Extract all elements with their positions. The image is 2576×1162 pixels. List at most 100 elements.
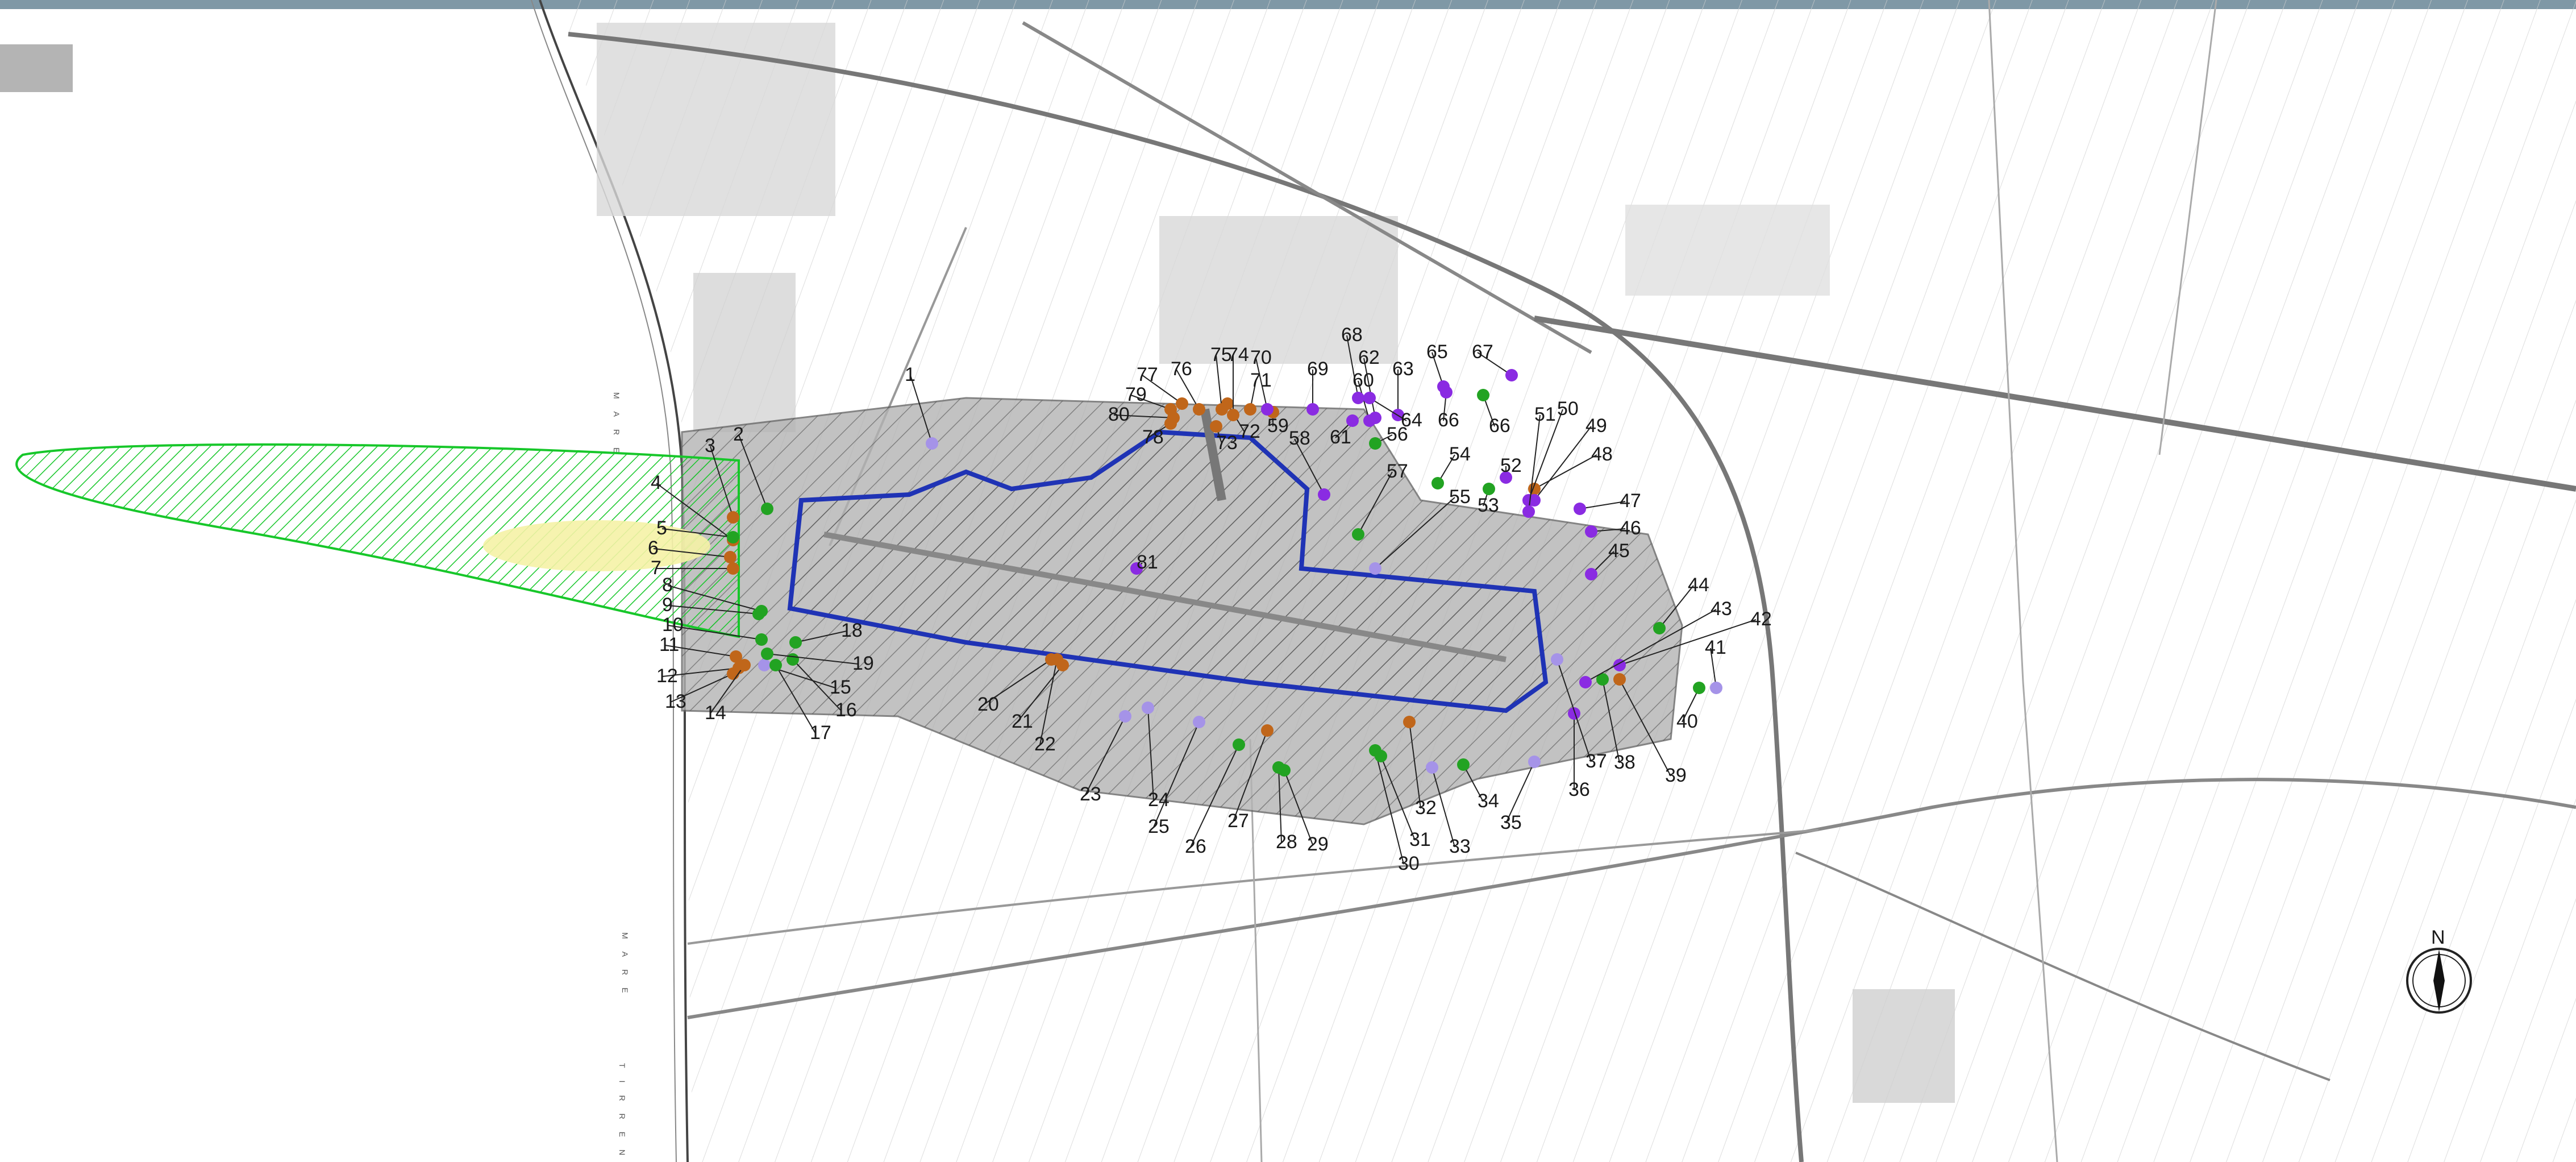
- receptor-32[interactable]: 32: [1403, 716, 1437, 819]
- receptor-77[interactable]: 77: [1137, 364, 1188, 410]
- receptor-22[interactable]: 22: [1034, 653, 1063, 755]
- receptor-marker[interactable]: [1130, 562, 1143, 575]
- receptor-marker[interactable]: [1693, 682, 1705, 694]
- receptor-51[interactable]: 51: [1522, 404, 1556, 518]
- receptor-3[interactable]: 3: [705, 435, 739, 524]
- receptor-56[interactable]: 56: [1369, 424, 1408, 450]
- receptor-16[interactable]: 16: [786, 653, 857, 721]
- receptor-29[interactable]: 29: [1278, 764, 1329, 855]
- receptor-48[interactable]: 48: [1528, 443, 1613, 495]
- receptor-13[interactable]: 13: [665, 667, 739, 712]
- receptor-marker[interactable]: [1440, 386, 1453, 399]
- receptor-40[interactable]: 40: [1676, 682, 1705, 732]
- receptor-23[interactable]: 23: [1080, 710, 1131, 805]
- receptor-21[interactable]: 21: [1012, 659, 1069, 732]
- receptor-marker[interactable]: [1505, 369, 1518, 381]
- receptor-marker[interactable]: [1710, 682, 1722, 694]
- receptor-marker[interactable]: [1193, 716, 1205, 728]
- receptor-marker[interactable]: [1167, 412, 1180, 424]
- receptor-marker[interactable]: [769, 659, 782, 671]
- receptor-80[interactable]: 80: [1108, 404, 1180, 425]
- receptor-marker[interactable]: [1193, 403, 1205, 416]
- receptor-marker[interactable]: [1352, 528, 1364, 541]
- receptor-52[interactable]: 52: [1500, 455, 1522, 484]
- receptor-45[interactable]: 45: [1585, 540, 1630, 580]
- receptor-marker[interactable]: [1051, 653, 1063, 666]
- receptor-47[interactable]: 47: [1574, 490, 1641, 515]
- receptor-28[interactable]: 28: [1272, 761, 1297, 853]
- receptor-74[interactable]: 74: [1227, 344, 1249, 421]
- receptor-15[interactable]: 15: [758, 659, 851, 698]
- receptor-57[interactable]: 57: [1352, 460, 1408, 541]
- receptor-marker[interactable]: [1375, 750, 1387, 762]
- receptor-marker[interactable]: [1306, 403, 1319, 416]
- receptor-72[interactable]: 72: [1221, 397, 1260, 442]
- receptor-marker[interactable]: [1363, 392, 1376, 404]
- receptor-marker[interactable]: [1477, 389, 1489, 401]
- receptor-2[interactable]: 2: [733, 424, 773, 515]
- receptor-75[interactable]: 75: [1210, 344, 1232, 416]
- receptor-marker[interactable]: [1233, 738, 1245, 751]
- receptor-70[interactable]: 70: [1250, 347, 1274, 416]
- receptor-66[interactable]: 66: [1477, 389, 1510, 437]
- receptor-marker[interactable]: [1500, 471, 1512, 484]
- receptor-38[interactable]: 38: [1596, 673, 1636, 773]
- receptor-marker[interactable]: [727, 531, 739, 543]
- receptor-marker[interactable]: [730, 650, 742, 663]
- receptor-marker[interactable]: [1261, 724, 1274, 737]
- receptor-69[interactable]: 69: [1306, 358, 1329, 416]
- receptor-19[interactable]: 19: [761, 648, 874, 674]
- receptor-marker[interactable]: [1278, 764, 1291, 777]
- receptor-marker[interactable]: [789, 636, 802, 649]
- receptor-50[interactable]: 50: [1522, 398, 1579, 507]
- receptor-43[interactable]: 43: [1579, 598, 1732, 688]
- receptor-76[interactable]: 76: [1171, 358, 1205, 416]
- receptor-30[interactable]: 30: [1369, 744, 1420, 874]
- receptor-marker[interactable]: [724, 551, 736, 563]
- receptor-54[interactable]: 54: [1431, 443, 1471, 489]
- receptor-marker[interactable]: [1551, 653, 1563, 666]
- receptor-marker[interactable]: [1369, 437, 1381, 450]
- receptor-31[interactable]: 31: [1375, 750, 1431, 850]
- receptor-9[interactable]: 9: [662, 594, 765, 620]
- receptor-37[interactable]: 37: [1551, 653, 1607, 772]
- receptor-55[interactable]: 55: [1369, 486, 1471, 575]
- receptor-marker[interactable]: [1403, 716, 1416, 728]
- receptor-46[interactable]: 46: [1585, 517, 1641, 539]
- receptor-58[interactable]: 58: [1289, 428, 1330, 501]
- receptor-marker[interactable]: [1653, 622, 1666, 634]
- receptor-marker[interactable]: [1346, 414, 1359, 427]
- receptor-79[interactable]: 79: [1125, 384, 1177, 416]
- receptor-marker[interactable]: [761, 503, 773, 515]
- receptor-63[interactable]: 63: [1392, 358, 1414, 421]
- receptor-marker[interactable]: [752, 608, 765, 620]
- receptor-33[interactable]: 33: [1426, 761, 1471, 857]
- receptor-marker[interactable]: [1261, 403, 1274, 416]
- receptor-27[interactable]: 27: [1227, 724, 1274, 832]
- receptor-marker[interactable]: [727, 667, 739, 680]
- receptor-26[interactable]: 26: [1185, 738, 1245, 857]
- receptor-marker[interactable]: [1142, 702, 1154, 714]
- receptor-73[interactable]: 73: [1210, 420, 1238, 454]
- receptor-marker[interactable]: [1216, 403, 1228, 416]
- receptor-10[interactable]: 10: [662, 614, 768, 646]
- receptor-44[interactable]: 44: [1653, 574, 1709, 634]
- receptor-62[interactable]: 62: [1358, 347, 1381, 424]
- receptor-1[interactable]: 1: [905, 364, 938, 450]
- receptor-14[interactable]: 14: [705, 659, 751, 724]
- receptor-marker[interactable]: [1613, 673, 1626, 686]
- receptor-marker[interactable]: [1579, 676, 1592, 688]
- panel-toggle-button[interactable]: [0, 44, 73, 92]
- receptor-marker[interactable]: [755, 633, 768, 646]
- receptor-81[interactable]: 81: [1130, 551, 1158, 575]
- receptor-5[interactable]: 5: [656, 517, 739, 543]
- receptor-34[interactable]: 34: [1457, 758, 1499, 812]
- receptor-67[interactable]: 67: [1472, 341, 1518, 381]
- receptor-marker[interactable]: [1431, 477, 1444, 489]
- receptor-39[interactable]: 39: [1613, 673, 1687, 786]
- receptor-marker[interactable]: [1483, 483, 1495, 495]
- receptor-marker[interactable]: [1585, 525, 1597, 538]
- receptor-11[interactable]: 11: [659, 634, 742, 663]
- receptor-64[interactable]: 64: [1363, 392, 1422, 431]
